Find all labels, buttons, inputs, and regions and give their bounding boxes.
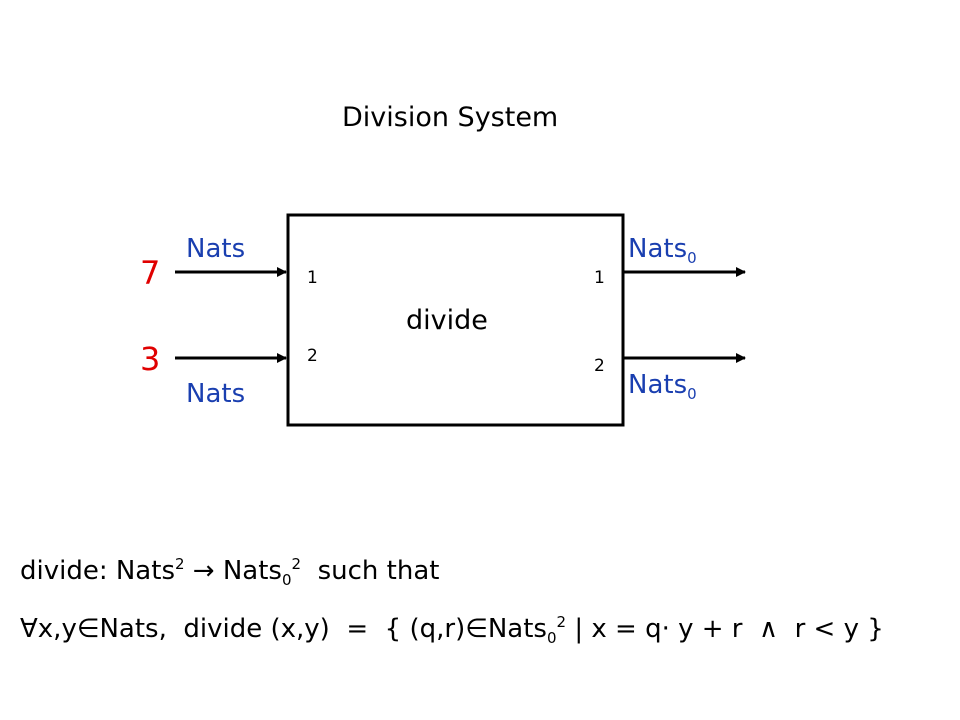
input-type-2: Nats <box>186 379 246 409</box>
divide-block <box>286 213 625 427</box>
formula-definition-part2: | x = q· y + r ∧ r < y } <box>566 614 884 644</box>
formula-definition-part1: ∀x,y∈Nats, divide (x,y) = { (q,r)∈Nats <box>20 614 547 644</box>
formula-signature-sup2: 2 <box>291 555 302 573</box>
diagram-title: Division System <box>342 102 559 133</box>
input-port-2: 2 <box>307 346 318 366</box>
formula-definition-sup: 2 <box>556 613 567 631</box>
output-port-1: 1 <box>594 268 605 288</box>
output-type-1: Nats0 <box>628 234 697 267</box>
output-type-1-base: Nats <box>628 234 688 264</box>
formula-signature-suffix: such that <box>317 556 440 586</box>
formula-definition-sub: 0 <box>546 629 557 647</box>
input-port-1: 1 <box>307 268 318 288</box>
formula-signature-sub: 0 <box>281 571 292 589</box>
formula-signature-nats: Nats <box>222 556 282 586</box>
formula-signature: divide: Nats2 → Nats02 such that <box>20 555 440 589</box>
output-type-2-base: Nats <box>628 370 688 400</box>
input-value-1: 7 <box>140 254 161 292</box>
block-name: divide <box>406 305 488 336</box>
output-port-2: 2 <box>594 356 605 376</box>
formula-signature-prefix: divide: Nats <box>20 556 175 586</box>
output-type-2: Nats0 <box>628 370 697 403</box>
output-type-2-sub: 0 <box>687 385 697 403</box>
output-type-1-sub: 0 <box>687 249 697 267</box>
arrow-symbol: → <box>192 556 215 586</box>
input-value-2: 3 <box>140 340 161 378</box>
formula-signature-sup1: 2 <box>174 555 185 573</box>
input-type-1: Nats <box>186 234 246 264</box>
formula-definition: ∀x,y∈Nats, divide (x,y) = { (q,r)∈Nats02… <box>20 613 884 647</box>
